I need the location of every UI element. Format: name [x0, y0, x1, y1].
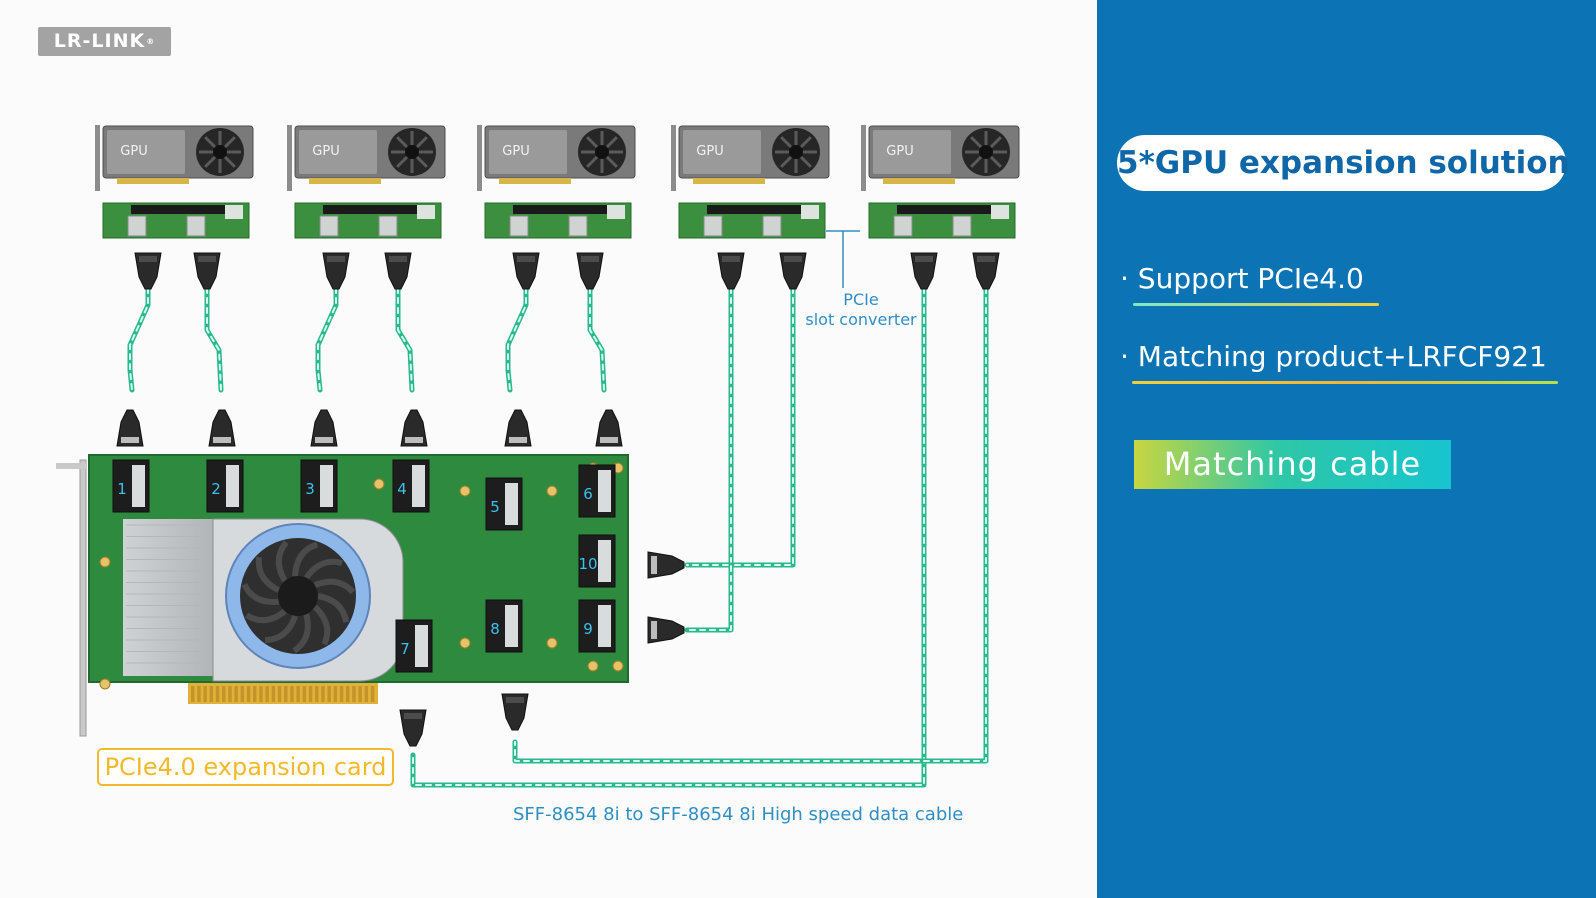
slot-converter-1 — [102, 202, 250, 239]
gpu-side-connector-5 — [512, 252, 540, 290]
gpu-expansion-diagram: GPU GPU GPU GPU GPU 1 2 3 4 5 6 7 8 9 10 — [56, 125, 1020, 788]
feature-pcie4: · Support PCIe4.0 — [1120, 262, 1364, 295]
sff-port-4: 4 — [392, 459, 430, 513]
card-side-connector-8 — [647, 616, 685, 644]
port-number: 6 — [583, 485, 593, 503]
sff-port-7: 7 — [395, 619, 433, 673]
card-side-connector-2 — [208, 409, 236, 447]
sff-port-9: 9 — [578, 599, 616, 653]
slot-converter-line2: slot converter — [805, 310, 917, 329]
gpu-side-connector-6 — [576, 252, 604, 290]
slot-converter-line1: PCIe — [843, 290, 879, 309]
gpu-card-5: GPU — [861, 125, 1020, 191]
expansion-card-label: PCIe4.0 expansion card — [97, 748, 394, 786]
gpu-label: GPU — [312, 144, 339, 159]
gpu-label: GPU — [696, 144, 723, 159]
card-side-connector-1 — [116, 409, 144, 447]
sff-port-8: 8 — [485, 599, 523, 653]
cable-gpu1-b — [204, 285, 224, 393]
gpu-card-4: GPU — [671, 125, 830, 191]
card-side-connector-4 — [400, 409, 428, 447]
sff-port-1: 1 — [112, 459, 150, 513]
gpu-side-connector-7 — [717, 252, 745, 290]
matching-cable-button[interactable]: Matching cable — [1134, 440, 1451, 489]
gpu-side-connector-9 — [910, 252, 938, 290]
gpu-label: GPU — [886, 144, 913, 159]
slot-converter-callout — [826, 230, 860, 288]
sff-port-2: 2 — [206, 459, 244, 513]
feature-underline-1 — [1133, 303, 1379, 306]
gpu-side-connector-10 — [972, 252, 1000, 290]
port-number: 1 — [117, 480, 127, 498]
cable-gpu2-b — [395, 285, 415, 393]
gpu-card-1: GPU — [95, 125, 254, 191]
card-side-connector-10 — [501, 693, 529, 731]
sff-port-6: 6 — [578, 464, 616, 518]
cable-description: SFF-8654 8i to SFF-8654 8i High speed da… — [513, 804, 964, 825]
port-number: 2 — [211, 480, 221, 498]
port-number: 4 — [397, 480, 407, 498]
sff-port-10: 10 — [578, 534, 616, 588]
sff-port-5: 5 — [485, 477, 523, 531]
slot-converter-2 — [294, 202, 442, 239]
sff-port-3: 3 — [300, 459, 338, 513]
port-number: 10 — [578, 555, 597, 573]
port-number: 8 — [490, 620, 500, 638]
cable-gpu4-a — [684, 285, 734, 568]
feature-matching-product: · Matching product+LRFCF921 — [1120, 340, 1547, 373]
gpu-side-connector-1 — [134, 252, 162, 290]
port-number: 7 — [400, 640, 410, 658]
lr-link-logo: LR-LINK® — [38, 27, 171, 56]
solution-title: 5*GPU expansion solution — [1117, 135, 1570, 191]
slot-converter-label: PCIe slot converter — [796, 290, 926, 330]
gpu-side-connector-3 — [322, 252, 350, 290]
gpu-side-connector-8 — [779, 252, 807, 290]
gpu-card-3: GPU — [477, 125, 636, 191]
gpu-side-connector-4 — [384, 252, 412, 290]
card-side-connector-9 — [399, 709, 427, 747]
slot-converter-3 — [484, 202, 632, 239]
port-number: 5 — [490, 498, 500, 516]
port-number: 9 — [583, 620, 593, 638]
card-side-connector-6 — [595, 409, 623, 447]
cable-gpu3-b — [587, 285, 607, 393]
card-side-connector-3 — [310, 409, 338, 447]
gpu-side-connector-2 — [193, 252, 221, 290]
gpu-label: GPU — [120, 144, 147, 159]
cable-gpu4-b — [684, 285, 796, 633]
expansion-card: 1 2 3 4 5 6 7 8 9 10 — [56, 454, 629, 737]
card-side-connector-7 — [647, 551, 685, 579]
gpu-label: GPU — [502, 144, 529, 159]
slot-converter-5 — [868, 202, 1016, 239]
gpu-card-2: GPU — [287, 125, 446, 191]
slot-converter-4 — [678, 202, 826, 239]
feature-underline-2 — [1132, 381, 1558, 384]
port-number: 3 — [305, 480, 315, 498]
card-side-connector-5 — [504, 409, 532, 447]
